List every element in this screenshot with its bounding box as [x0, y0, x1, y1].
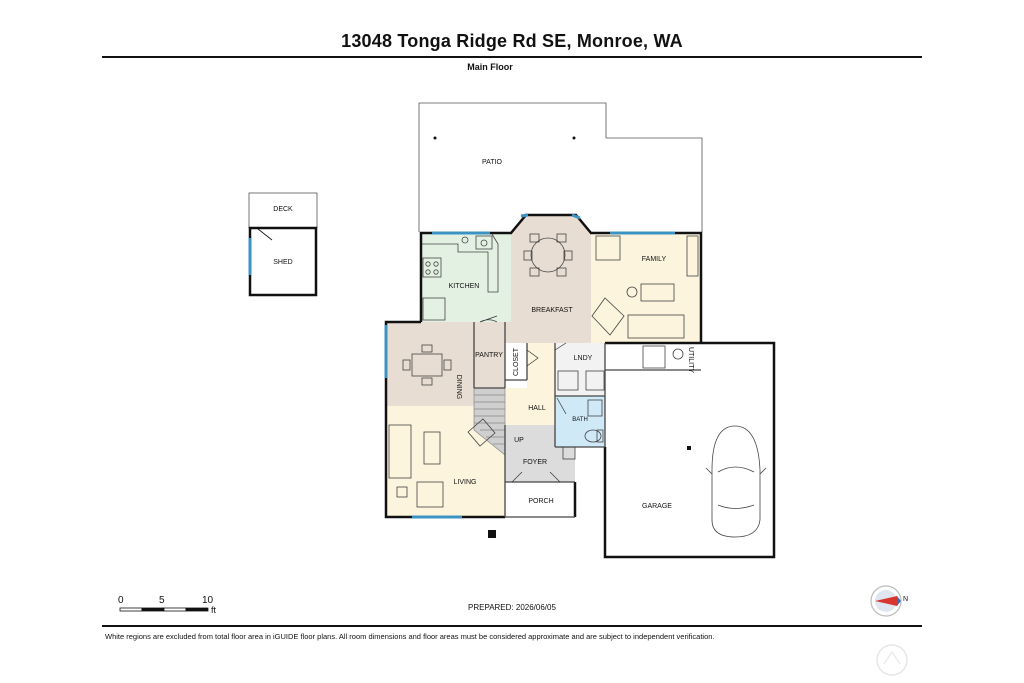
lndy-room [555, 343, 605, 396]
utility-room [605, 343, 701, 370]
label-dining: DINING [455, 375, 462, 400]
label-garage: GARAGE [642, 503, 672, 510]
living-furniture [388, 418, 496, 508]
shed-room [248, 226, 318, 297]
disclaimer: White regions are excluded from total fl… [105, 632, 715, 641]
label-kitchen: KITCHEN [449, 283, 480, 290]
label-shed: SHED [273, 259, 292, 266]
label-deck: DECK [273, 206, 293, 213]
label-breakfast: BREAKFAST [531, 307, 573, 314]
scale-bar [119, 607, 209, 612]
label-utility: UTILITY [687, 347, 694, 373]
label-patio: PATIO [482, 159, 503, 166]
scale-ten: 10 [202, 595, 214, 606]
label-closet: CLOSET [513, 347, 520, 376]
porch-room [505, 482, 575, 517]
page-title: 13048 Tonga Ridge Rd SE, Monroe, WA [341, 31, 683, 51]
scale-five: 5 [159, 595, 165, 606]
living-room [386, 406, 505, 517]
scale-zero: 0 [118, 595, 124, 606]
dining-table [402, 344, 452, 386]
family-furniture [591, 235, 699, 339]
kitchen-room [421, 233, 511, 322]
scale-unit: ft [211, 605, 217, 615]
label-family: FAMILY [642, 256, 667, 263]
compass-icon: N [868, 584, 912, 618]
breakfast-room [505, 215, 591, 343]
label-lndy: LNDY [574, 355, 593, 362]
family-room [591, 233, 701, 343]
label-bath: BATH [572, 417, 588, 423]
label-foyer: FOYER [523, 459, 547, 466]
title-underline [102, 56, 922, 58]
interior-walls [473, 322, 701, 518]
patio-post [433, 136, 437, 140]
pantry-room [474, 322, 505, 388]
floor-label: Main Floor [467, 62, 513, 72]
front-step [488, 530, 496, 538]
bath-fixtures [557, 345, 684, 443]
kitchen-fixtures [422, 233, 499, 321]
label-porch: PORCH [528, 498, 553, 505]
car-icon [705, 425, 767, 538]
bath-room [555, 396, 605, 447]
label-pantry: PANTRY [475, 352, 503, 359]
compass-label: N [903, 596, 909, 603]
watermark-icon [874, 642, 910, 678]
prepared-date: PREPARED: 2026/06/05 [468, 603, 556, 612]
label-up: UP [514, 437, 524, 444]
label-living: LIVING [454, 479, 477, 486]
label-hall: HALL [528, 405, 546, 412]
dining-room [386, 322, 474, 406]
hall-room [505, 343, 555, 425]
footer-rule [102, 625, 922, 627]
breakfast-table [523, 233, 573, 277]
patio-outline [418, 102, 703, 232]
patio-post [572, 136, 576, 140]
windows [384, 213, 675, 519]
doors [479, 315, 567, 483]
